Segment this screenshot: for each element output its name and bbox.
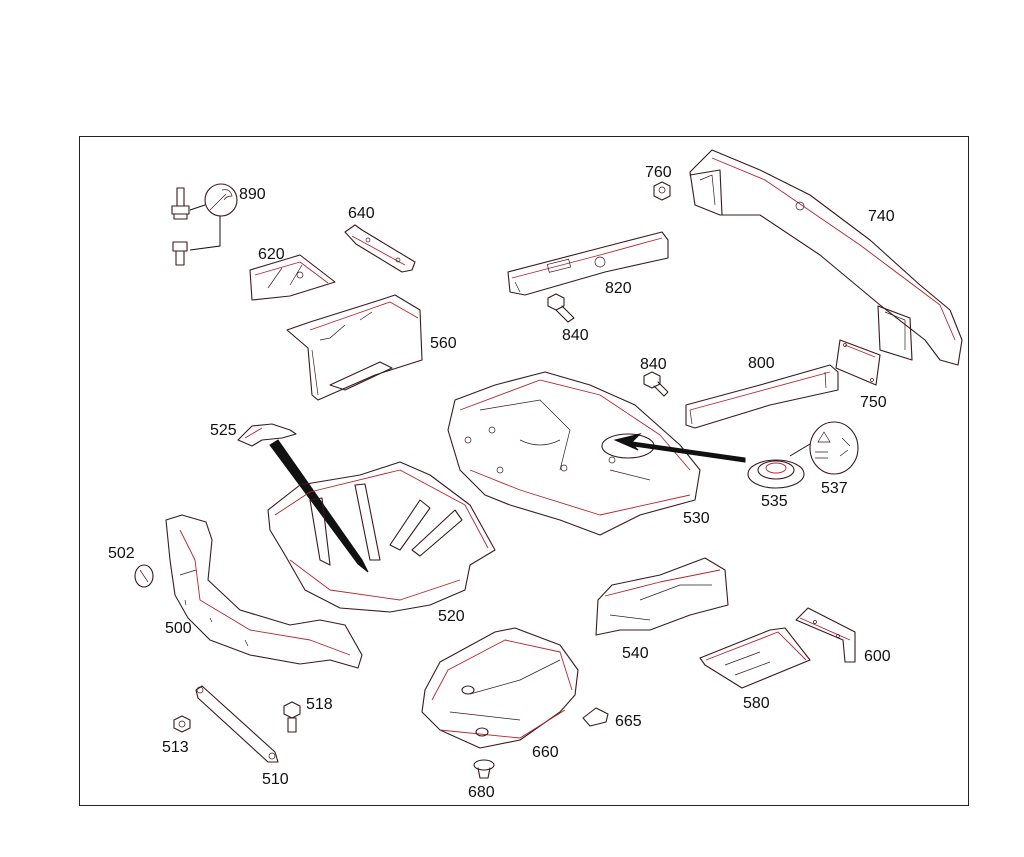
- label-890: 890: [239, 186, 266, 203]
- part-510-strut[interactable]: [195, 685, 279, 763]
- part-890-bolts[interactable]: [171, 183, 238, 266]
- label-760: 760: [645, 164, 672, 181]
- label-580: 580: [743, 695, 770, 712]
- label-750: 750: [860, 394, 887, 411]
- label-800: 800: [748, 355, 775, 372]
- part-560-panel[interactable]: [286, 294, 423, 401]
- label-840-upper: 840: [562, 327, 589, 344]
- label-530: 530: [683, 510, 710, 527]
- label-640: 640: [348, 205, 375, 222]
- part-535-grommet[interactable]: [747, 459, 805, 489]
- label-560: 560: [430, 335, 457, 352]
- label-660: 660: [532, 744, 559, 761]
- part-665-clip[interactable]: [582, 707, 609, 727]
- part-680-fastener[interactable]: [473, 759, 495, 779]
- label-520: 520: [438, 608, 465, 625]
- part-750-plate[interactable]: [835, 339, 881, 386]
- part-520-spare-wheel-well[interactable]: [267, 461, 496, 613]
- part-513-nut[interactable]: [173, 715, 191, 733]
- label-620: 620: [258, 246, 285, 263]
- label-535: 535: [761, 493, 788, 510]
- label-513: 513: [162, 739, 189, 756]
- diagram-frame: [79, 136, 969, 806]
- part-660-tray[interactable]: [421, 627, 579, 749]
- label-537: 537: [821, 480, 848, 497]
- part-537-warning-label[interactable]: [789, 421, 859, 475]
- label-840-lower: 840: [640, 356, 667, 373]
- arrow-525-to-520: [269, 439, 369, 573]
- part-525-clip[interactable]: [237, 423, 297, 447]
- part-620-plate[interactable]: [249, 254, 336, 301]
- label-518: 518: [306, 696, 333, 713]
- part-540-panel[interactable]: [595, 557, 729, 636]
- part-518-bolt[interactable]: [283, 701, 301, 733]
- label-502: 502: [108, 545, 135, 562]
- part-530-floor-panel[interactable]: [447, 371, 701, 536]
- part-502-plug[interactable]: [134, 564, 154, 588]
- label-680: 680: [468, 784, 495, 801]
- part-600-bracket[interactable]: [795, 607, 856, 663]
- label-540: 540: [622, 645, 649, 662]
- part-640-bracket[interactable]: [344, 224, 416, 273]
- part-800-rail[interactable]: [685, 364, 839, 429]
- part-740-bumper-beam[interactable]: [689, 149, 963, 366]
- label-820: 820: [605, 280, 632, 297]
- label-500: 500: [165, 620, 192, 637]
- part-840-screw-upper[interactable]: [547, 293, 575, 323]
- part-760-nut[interactable]: [653, 181, 671, 201]
- part-580-plate[interactable]: [699, 627, 811, 689]
- label-740: 740: [868, 208, 895, 225]
- label-510: 510: [262, 771, 289, 788]
- label-665: 665: [615, 713, 642, 730]
- part-840-screw-lower[interactable]: [643, 371, 669, 397]
- part-500-crossmember[interactable]: [165, 514, 363, 669]
- part-820-rail[interactable]: [507, 231, 669, 296]
- arrow-535-to-530: [613, 433, 746, 463]
- label-525: 525: [210, 422, 237, 439]
- label-600: 600: [864, 648, 891, 665]
